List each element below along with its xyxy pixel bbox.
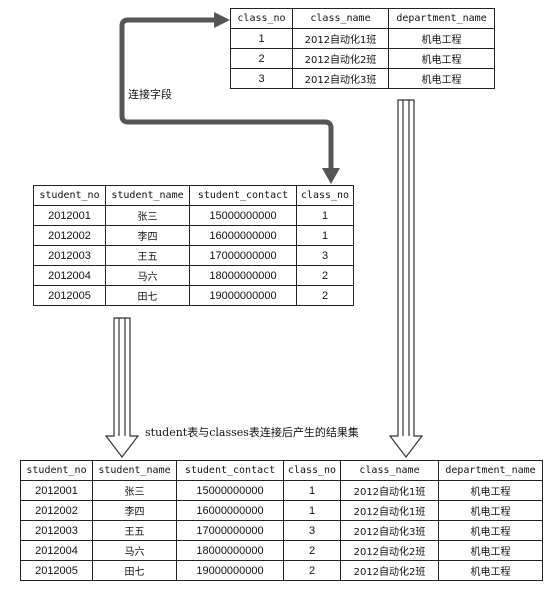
table-cell: 3	[296, 245, 354, 266]
table-cell: 2012自动化2班	[292, 48, 389, 69]
column-header: class_no	[283, 460, 341, 481]
column-header: class_no	[296, 185, 354, 206]
table-header-row: student_no student_name student_contact …	[33, 185, 354, 206]
column-header: department_name	[388, 8, 495, 29]
table-cell: 马六	[105, 265, 190, 286]
table-cell: 2012001	[20, 480, 93, 501]
link-arrowhead-right	[214, 12, 230, 28]
table-row: 2012005 田七 19000000000 2 2012自动化2班 机电工程	[20, 560, 543, 581]
table-cell: 李四	[92, 500, 177, 521]
column-header: student_name	[105, 185, 190, 206]
table-cell: 王五	[92, 520, 177, 541]
table-cell: 2012003	[20, 520, 93, 541]
classes-table: class_no class_name department_name 1 20…	[230, 8, 495, 89]
table-cell: 19000000000	[176, 560, 284, 581]
table-row: 2 2012自动化2班 机电工程	[230, 48, 495, 69]
result-caption: student表与classes表连接后产生的结果集	[145, 426, 359, 439]
table-cell: 2012自动化3班	[292, 68, 389, 89]
table-cell: 2012003	[33, 245, 106, 266]
table-cell: 王五	[105, 245, 190, 266]
table-cell: 机电工程	[438, 540, 543, 561]
table-row: 3 2012自动化3班 机电工程	[230, 68, 495, 89]
table-cell: 18000000000	[176, 540, 284, 561]
table-cell: 2	[283, 560, 341, 581]
table-row: 2012004 马六 18000000000 2 2012自动化2班 机电工程	[20, 540, 543, 561]
table-cell: 1	[230, 28, 293, 49]
table-cell: 田七	[105, 285, 190, 306]
table-cell: 2012002	[20, 500, 93, 521]
table-cell: 1	[296, 205, 354, 226]
table-cell: 1	[283, 480, 341, 501]
table-row: 2012004 马六 18000000000 2	[33, 265, 354, 286]
table-cell: 16000000000	[176, 500, 284, 521]
table-cell: 2012005	[20, 560, 93, 581]
table-cell: 张三	[92, 480, 177, 501]
table-cell: 2	[296, 285, 354, 306]
table-cell: 机电工程	[438, 480, 543, 501]
table-cell: 15000000000	[189, 205, 297, 226]
table-cell: 马六	[92, 540, 177, 561]
table-cell: 3	[230, 68, 293, 89]
table-cell: 3	[283, 520, 341, 541]
column-header: student_name	[92, 460, 177, 481]
table-cell: 2012002	[33, 225, 106, 246]
table-row: 2012003 王五 17000000000 3 2012自动化3班 机电工程	[20, 520, 543, 541]
table-cell: 1	[296, 225, 354, 246]
column-header: student_no	[20, 460, 93, 481]
classes-to-result-arrow	[388, 99, 424, 458]
table-cell: 张三	[105, 205, 190, 226]
table-cell: 机电工程	[438, 500, 543, 521]
column-header: student_contact	[189, 185, 297, 206]
table-row: 2012001 张三 15000000000 1	[33, 205, 354, 226]
table-row: 2012002 李四 16000000000 1	[33, 225, 354, 246]
table-cell: 李四	[105, 225, 190, 246]
table-cell: 机电工程	[388, 68, 495, 89]
table-row: 2012002 李四 16000000000 1 2012自动化1班 机电工程	[20, 500, 543, 521]
table-header-row: student_no student_name student_contact …	[20, 460, 543, 481]
table-row: 2012003 王五 17000000000 3	[33, 245, 354, 266]
link-field-label: 连接字段	[128, 88, 172, 101]
table-cell: 机电工程	[388, 48, 495, 69]
table-cell: 2012自动化2班	[340, 540, 439, 561]
table-cell: 2	[283, 540, 341, 561]
table-cell: 2012自动化2班	[340, 560, 439, 581]
table-cell: 2012自动化3班	[340, 520, 439, 541]
students-to-result-arrow	[104, 317, 140, 458]
table-header-row: class_no class_name department_name	[230, 8, 495, 29]
table-cell: 2	[296, 265, 354, 286]
table-cell: 2012004	[20, 540, 93, 561]
column-header: class_name	[340, 460, 439, 481]
table-cell: 18000000000	[189, 265, 297, 286]
table-row: 2012001 张三 15000000000 1 2012自动化1班 机电工程	[20, 480, 543, 501]
table-cell: 2012自动化1班	[340, 480, 439, 501]
table-row: 1 2012自动化1班 机电工程	[230, 28, 495, 49]
table-cell: 17000000000	[176, 520, 284, 541]
table-cell: 田七	[92, 560, 177, 581]
table-cell: 19000000000	[189, 285, 297, 306]
table-cell: 2	[230, 48, 293, 69]
table-cell: 2012001	[33, 205, 106, 226]
table-cell: 17000000000	[189, 245, 297, 266]
table-cell: 机电工程	[438, 560, 543, 581]
link-arrowhead-down	[322, 168, 340, 184]
column-header: class_no	[230, 8, 293, 29]
table-cell: 2012005	[33, 285, 106, 306]
table-cell: 16000000000	[189, 225, 297, 246]
result-table: student_no student_name student_contact …	[20, 460, 543, 581]
table-cell: 2012自动化1班	[292, 28, 389, 49]
table-cell: 机电工程	[438, 520, 543, 541]
column-header: department_name	[438, 460, 543, 481]
table-cell: 15000000000	[176, 480, 284, 501]
link-connector-line	[119, 17, 334, 170]
table-row: 2012005 田七 19000000000 2	[33, 285, 354, 306]
column-header: class_name	[292, 8, 389, 29]
table-cell: 2012004	[33, 265, 106, 286]
table-cell: 1	[283, 500, 341, 521]
table-cell: 2012自动化1班	[340, 500, 439, 521]
column-header: student_no	[33, 185, 106, 206]
column-header: student_contact	[176, 460, 284, 481]
students-table: student_no student_name student_contact …	[33, 185, 354, 306]
table-cell: 机电工程	[388, 28, 495, 49]
